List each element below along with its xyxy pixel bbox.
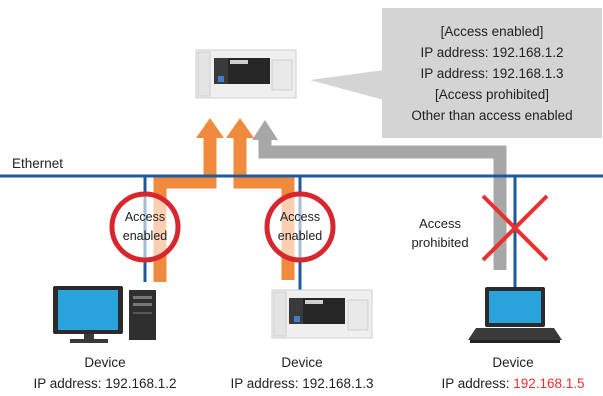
access-prohibited-label: Access prohibited	[411, 216, 469, 250]
callout-bubble	[310, 8, 602, 138]
device-ip-2: IP address: 192.168.1.3	[230, 376, 374, 391]
callout-line-2: IP address: 192.168.1.2	[420, 44, 564, 60]
callout-line-5: Other than access enabled	[411, 107, 573, 123]
device-name-1: Device	[84, 355, 126, 370]
desktop-pc-icon	[53, 286, 156, 343]
callout-line-3: IP address: 192.168.1.3	[420, 65, 564, 81]
access-callout: [Access enabled] IP address: 192.168.1.2…	[382, 8, 602, 138]
allowed-arrow-pc	[153, 118, 224, 282]
controller-plc-icon	[195, 49, 297, 99]
callout-line-1: [Access enabled]	[440, 23, 544, 39]
device-name-3: Device	[492, 355, 534, 370]
access-enabled-circle-1	[109, 191, 181, 263]
prohibited-x-icon	[481, 194, 549, 262]
callout-line-4: [Access prohibited]	[434, 86, 550, 102]
device-name-2: Device	[281, 355, 323, 370]
access-enabled-circle-2	[264, 191, 336, 263]
ethernet-label: Ethernet	[12, 156, 64, 171]
access-enabled-label-1: Access enabled	[122, 210, 168, 243]
laptop-icon	[468, 287, 562, 343]
plc-device-icon	[271, 289, 373, 339]
device-ip-3: IP address: 192.168.1.5	[441, 376, 585, 391]
device-ip-1: IP address: 192.168.1.2	[33, 376, 177, 391]
access-enabled-label-2: Access enabled	[277, 210, 323, 243]
